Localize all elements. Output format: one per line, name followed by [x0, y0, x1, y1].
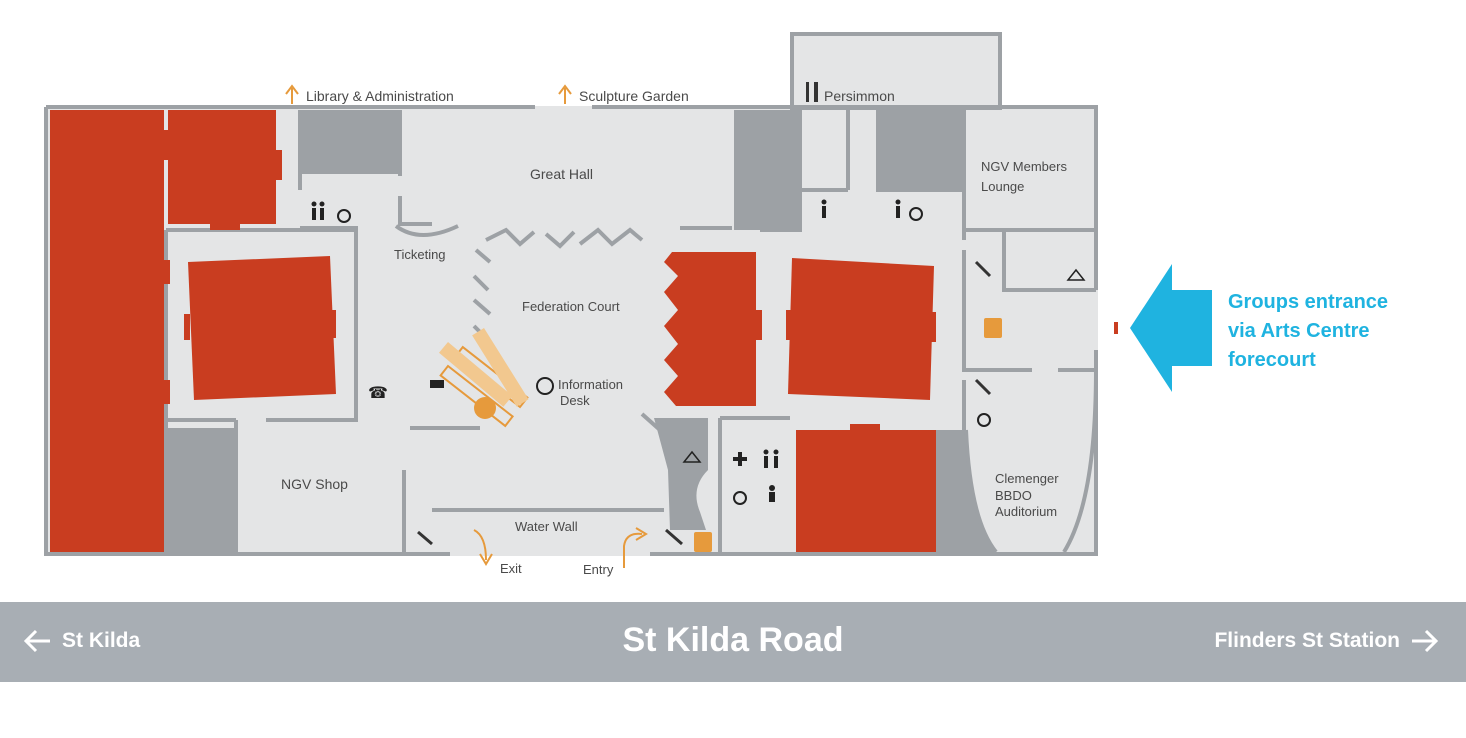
gallery-door-markers [164, 130, 1118, 430]
groups-line-1: Groups entrance [1228, 291, 1389, 313]
members-lounge-label-2: Lounge [981, 179, 1024, 194]
up-arrow-icon [285, 84, 299, 104]
phone-icon: ☎ [368, 385, 388, 402]
federation-court-walls [472, 227, 644, 342]
accessible-icon [337, 207, 991, 505]
street-bar: St Kilda St Kilda Road Flinders St Stati… [0, 602, 1466, 682]
cloakroom-icon [682, 268, 1086, 463]
sculpture-garden-link[interactable]: Sculpture Garden [579, 88, 689, 104]
direction-flinders[interactable]: Flinders St Station [1214, 628, 1440, 654]
members-lounge-label-1: NGV Members [981, 159, 1067, 174]
gallery-centre-right [788, 258, 934, 400]
right-arrow-icon [1412, 629, 1439, 653]
st-kilda-label: St Kilda [62, 629, 141, 652]
toilets-icon [311, 199, 901, 468]
first-aid-icon [733, 452, 747, 466]
library-link[interactable]: Library & Administration [306, 88, 454, 104]
service-blocks [166, 110, 996, 554]
left-arrow-icon [23, 629, 50, 653]
groups-line-3: forecourt [1228, 349, 1316, 371]
entry-arrow-icon [623, 527, 648, 568]
entry-label: Entry [583, 562, 614, 577]
auditorium-label-3: Auditorium [995, 504, 1057, 519]
floor-plan-map: Library & Administration Sculpture Garde… [44, 32, 1212, 577]
exit-arrow-icon [473, 529, 493, 566]
gallery-top-left [168, 110, 276, 224]
water-wall-label: Water Wall [515, 519, 578, 534]
escalator-stripes [439, 328, 529, 407]
auditorium-label-2: BBDO [995, 488, 1032, 503]
information-desk-label-1: Information [558, 377, 623, 392]
entrance-arrow-icon [1130, 264, 1212, 392]
interior-walls [164, 110, 1098, 554]
flinders-label: Flinders St Station [1214, 629, 1400, 652]
information-desk-label-2: Desk [560, 393, 590, 408]
persimmon-annex [790, 32, 1002, 110]
galleries [50, 110, 936, 552]
gallery-bottom-right [796, 430, 936, 552]
up-arrow-icon [558, 84, 572, 104]
lift-icon [474, 318, 1002, 552]
exit-label: Exit [500, 561, 522, 576]
information-icon[interactable] [536, 377, 554, 395]
gallery-left-square [188, 256, 336, 400]
ngv-shop-label: NGV Shop [281, 476, 348, 492]
outer-walls [44, 105, 1098, 556]
direction-st-kilda[interactable]: St Kilda [22, 628, 140, 654]
great-hall-label: Great Hall [530, 166, 593, 182]
cutlery-icon [806, 82, 818, 102]
groups-entrance-label: Groups entrance via Arts Centre forecour… [1228, 288, 1448, 375]
street-name: St Kilda Road [622, 621, 844, 659]
stairs-icon [417, 260, 992, 546]
persimmon-label[interactable]: Persimmon [824, 88, 895, 104]
gallery-left-strip [50, 110, 164, 552]
groups-line-2: via Arts Centre [1228, 320, 1370, 342]
ticketing-label: Ticketing [394, 247, 446, 262]
cafe-icon [430, 380, 444, 388]
gallery-centre-zigzag [664, 252, 756, 406]
baby-change-icon [769, 485, 775, 502]
auditorium-label-1: Clemenger [995, 471, 1059, 486]
federation-court-label: Federation Court [522, 299, 620, 314]
